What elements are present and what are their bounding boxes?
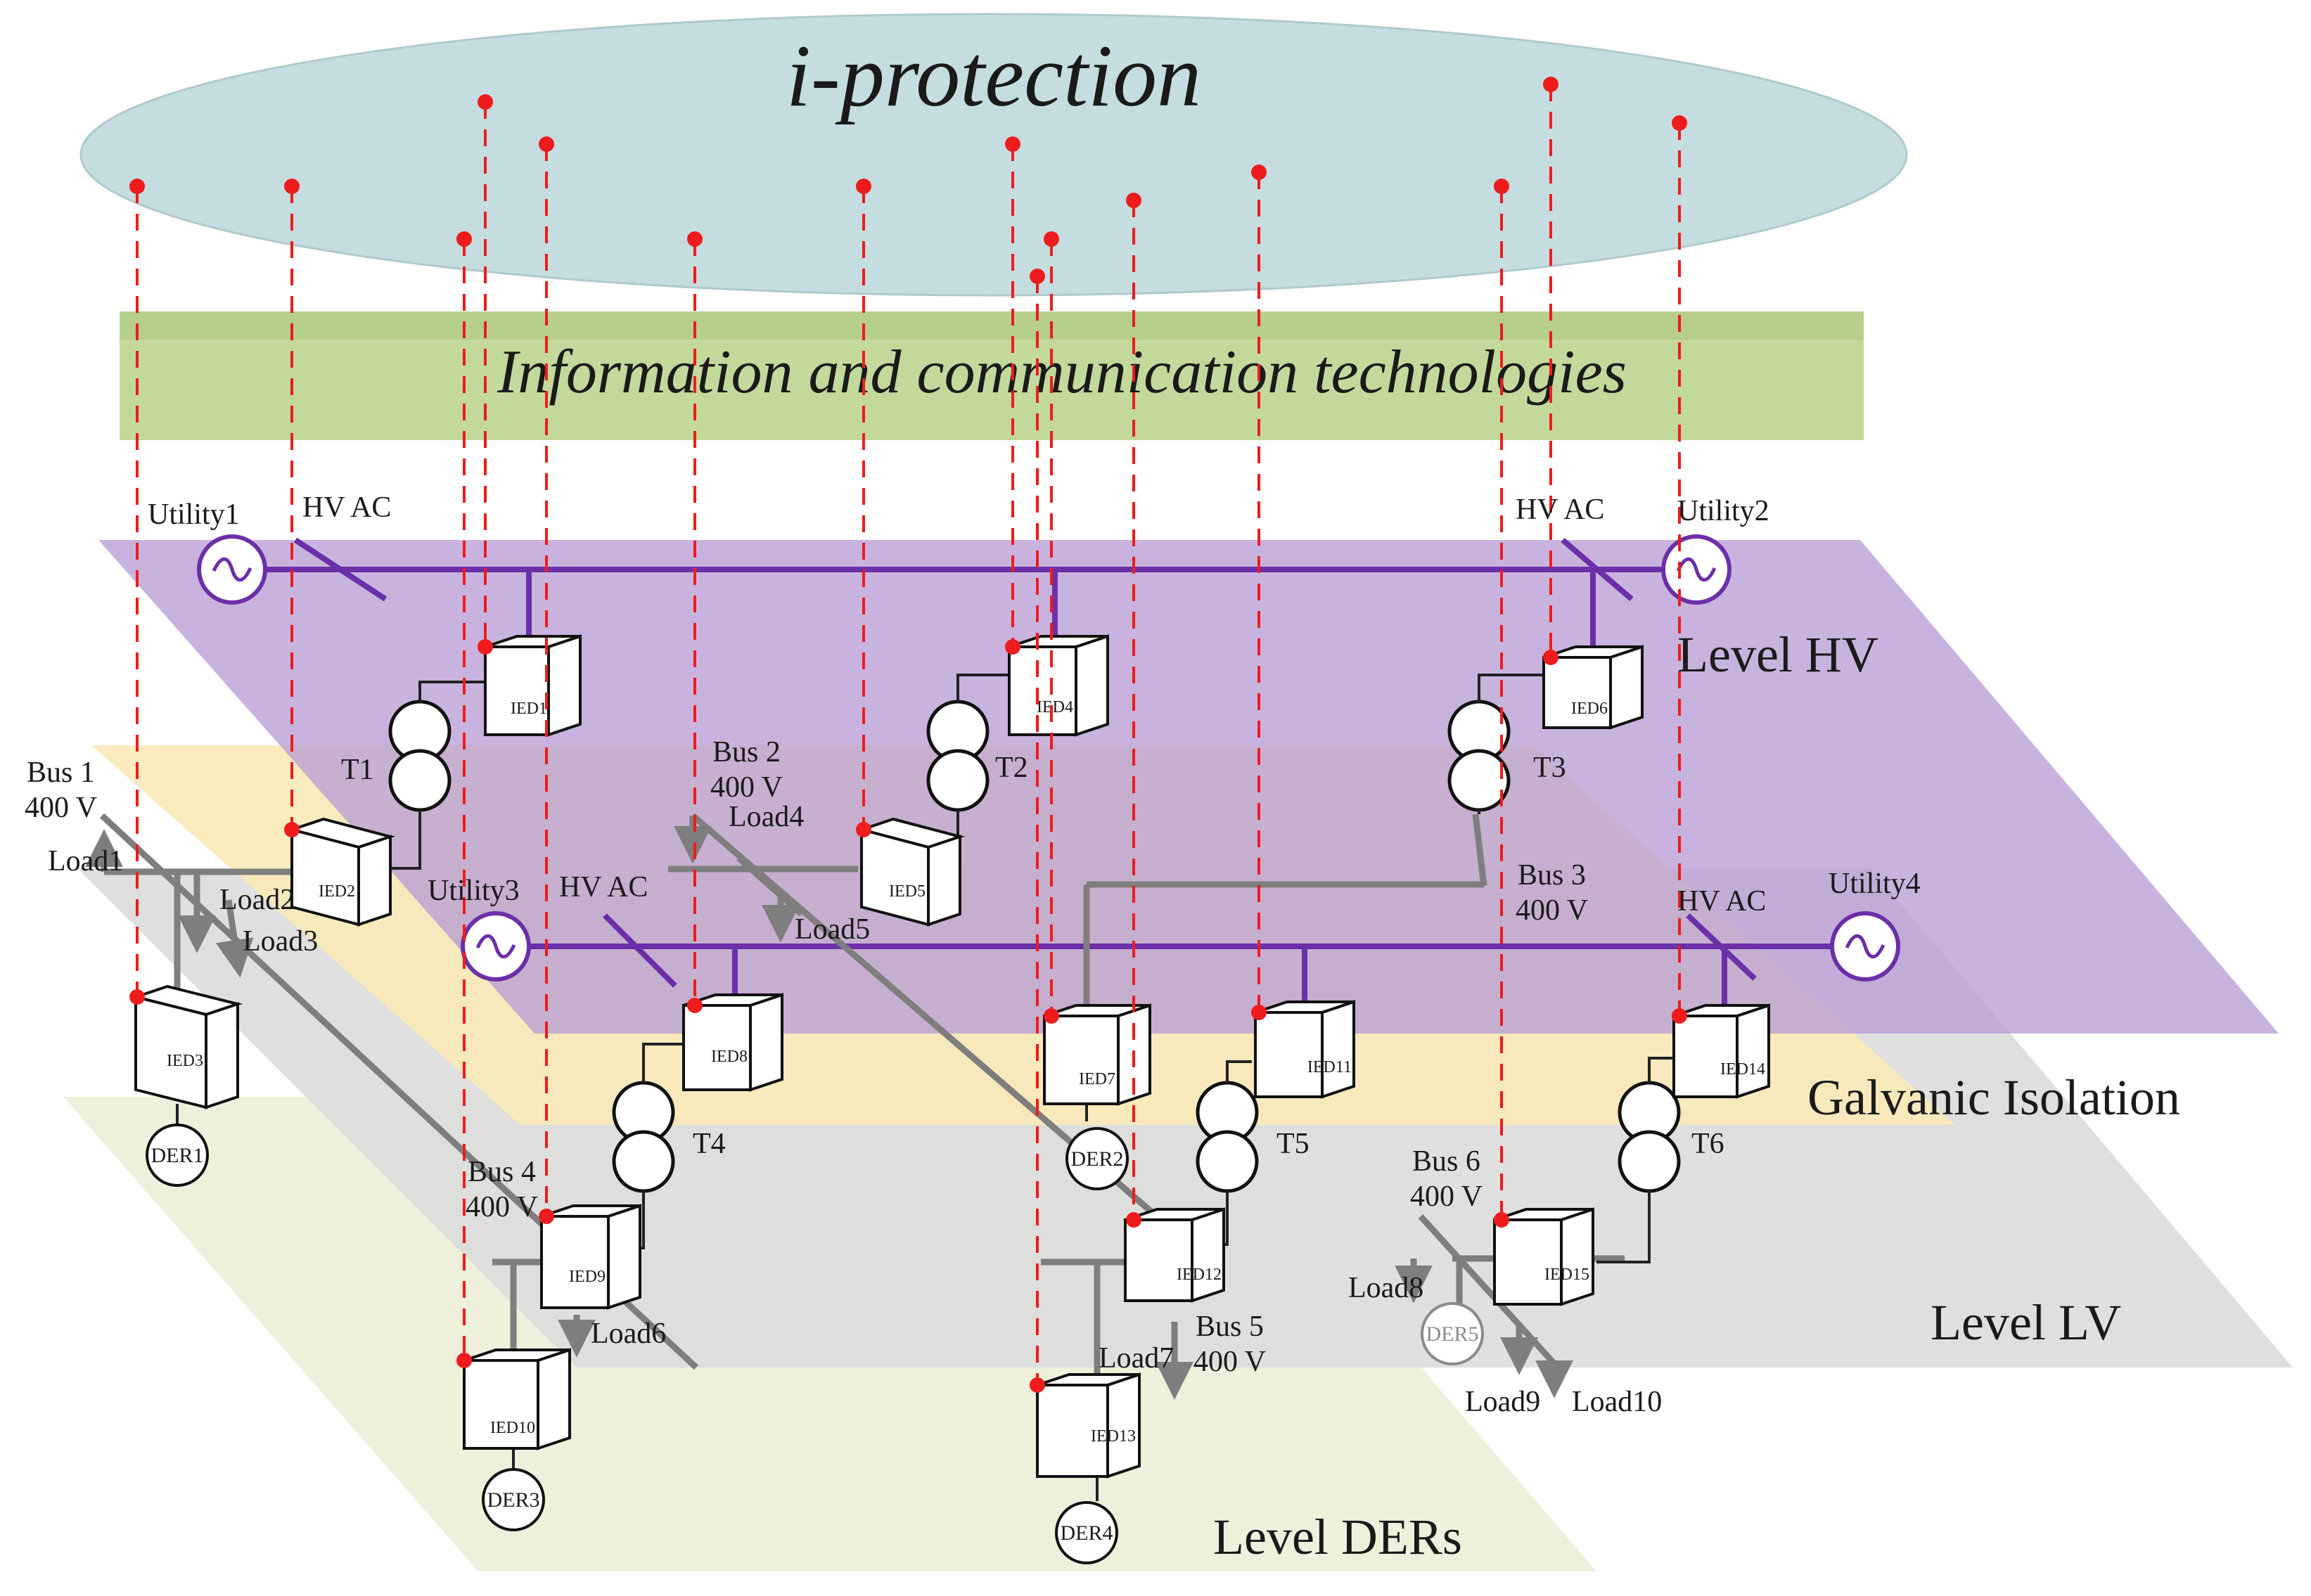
der3-node: DER3 — [482, 1468, 545, 1531]
hv-ac-label-3: HV AC — [559, 871, 648, 903]
der4-node: DER4 — [1055, 1501, 1118, 1564]
utility4-label: Utility4 — [1829, 868, 1921, 900]
bus2-name: Bus 2 — [712, 736, 781, 768]
bus1-voltage: 400 V — [25, 792, 97, 824]
bus6-name: Bus 6 — [1412, 1145, 1480, 1178]
svg-text:DER1: DER1 — [151, 1144, 204, 1167]
svg-text:IED2: IED2 — [319, 882, 355, 901]
title-text: i-protection — [786, 27, 1201, 125]
ied1-box: IED1 — [484, 634, 582, 737]
load8-label: Load8 — [1348, 1272, 1423, 1304]
ict-band-label: Information and communication technologi… — [497, 338, 1627, 406]
utility4-source-icon — [1830, 911, 1900, 982]
ied13-box: IED13 — [1036, 1372, 1141, 1479]
t4-label: T4 — [693, 1128, 726, 1160]
svg-text:IED11: IED11 — [1307, 1058, 1352, 1076]
utility3-label: Utility3 — [428, 875, 520, 907]
ied14-box: IED14 — [1672, 1003, 1770, 1099]
svg-text:IED8: IED8 — [711, 1048, 748, 1066]
level-lv-label: Level LV — [1931, 1294, 2121, 1351]
ied15-box: IED15 — [1493, 1207, 1594, 1306]
load5-label: Load5 — [795, 913, 870, 946]
utility2-label: Utility2 — [1677, 495, 1769, 527]
svg-text:IED6: IED6 — [1571, 700, 1608, 718]
ied9-box: IED9 — [540, 1204, 641, 1310]
bus1-name: Bus 1 — [27, 757, 95, 789]
svg-text:IED5: IED5 — [889, 882, 926, 901]
hv-plane — [98, 540, 2279, 1034]
t2-label: T2 — [995, 752, 1028, 784]
svg-text:IED10: IED10 — [490, 1419, 535, 1437]
svg-text:DER3: DER3 — [487, 1488, 540, 1512]
load1-label: Load1 — [48, 845, 123, 877]
utility1-source-icon — [197, 534, 267, 605]
load3-label: Load3 — [243, 925, 318, 958]
transformer-t1-icon — [388, 700, 452, 812]
svg-text:IED1: IED1 — [511, 700, 547, 718]
svg-text:IED14: IED14 — [1720, 1060, 1765, 1079]
der2-node: DER2 — [1065, 1127, 1129, 1190]
communication-links — [136, 84, 1681, 1385]
svg-text:DER4: DER4 — [1061, 1521, 1113, 1545]
ied11-box: IED11 — [1254, 1000, 1355, 1099]
bus3-voltage: 400 V — [1516, 894, 1588, 927]
ied5-box: IED5 — [856, 817, 966, 927]
t5-label: T5 — [1276, 1128, 1310, 1160]
svg-text:IED13: IED13 — [1091, 1427, 1136, 1446]
bus5-voltage: 400 V — [1193, 1346, 1266, 1378]
utility1-label: Utility1 — [148, 498, 240, 531]
ied6-box: IED6 — [1542, 645, 1644, 730]
utility2-source-icon — [1661, 534, 1731, 605]
load7-label: Load7 — [1099, 1342, 1174, 1375]
svg-text:IED4: IED4 — [1037, 698, 1073, 716]
utility3-source-icon — [461, 911, 531, 982]
load9-label: Load9 — [1465, 1386, 1540, 1418]
svg-text:IED3: IED3 — [167, 1052, 203, 1070]
bus4-voltage: 400 V — [466, 1191, 538, 1223]
svg-text:IED7: IED7 — [1079, 1070, 1115, 1088]
der5-node: DER5 — [1421, 1302, 1484, 1365]
ied12-box: IED12 — [1124, 1207, 1225, 1303]
svg-text:IED12: IED12 — [1177, 1266, 1222, 1284]
svg-text:IED15: IED15 — [1544, 1266, 1589, 1284]
hv-network — [266, 537, 1832, 1012]
galvanic-isolation-label: Galvanic Isolation — [1807, 1069, 2180, 1126]
hv-ac-label-1: HV AC — [302, 491, 391, 524]
level-hv-label: Level HV — [1677, 626, 1878, 683]
bus4-name: Bus 4 — [468, 1156, 536, 1188]
hv-ac-label-4: HV AC — [1677, 885, 1766, 918]
t3-label: T3 — [1533, 752, 1566, 784]
ied3-box: IED3 — [130, 984, 243, 1109]
t1-label: T1 — [341, 754, 374, 786]
bus3-name: Bus 3 — [1518, 859, 1586, 892]
ied8-box: IED8 — [682, 993, 783, 1092]
t6-label: T6 — [1691, 1128, 1724, 1160]
level-ders-label: Level DERs — [1213, 1509, 1462, 1565]
transformer-t4-icon — [612, 1081, 675, 1193]
ied2-box: IED2 — [286, 817, 396, 927]
bus6-voltage: 400 V — [1410, 1180, 1483, 1213]
bus2-voltage: 400 V — [710, 771, 783, 804]
bus5-name: Bus 5 — [1196, 1311, 1264, 1343]
ied4-box: IED4 — [1008, 634, 1109, 737]
load6-label: Load6 — [591, 1318, 666, 1350]
link-endpoints — [129, 77, 1687, 1393]
hv-ac-label-2: HV AC — [1516, 494, 1604, 526]
transformer-t5-icon — [1196, 1081, 1259, 1193]
transformer-t6-icon — [1618, 1081, 1681, 1193]
transformer-t3-icon — [1447, 700, 1511, 812]
ied10-box: IED10 — [463, 1348, 571, 1450]
load10-label: Load10 — [1572, 1386, 1662, 1418]
svg-text:DER2: DER2 — [1071, 1147, 1124, 1171]
load4-label: Load4 — [729, 801, 804, 833]
ied7-box: IED7 — [1043, 1003, 1151, 1106]
der1-node: DER1 — [146, 1124, 209, 1187]
svg-text:DER5: DER5 — [1426, 1323, 1479, 1346]
svg-text:IED9: IED9 — [569, 1268, 606, 1286]
i-protection-cloud — [79, 13, 1908, 297]
load2-label: Load2 — [219, 884, 295, 916]
